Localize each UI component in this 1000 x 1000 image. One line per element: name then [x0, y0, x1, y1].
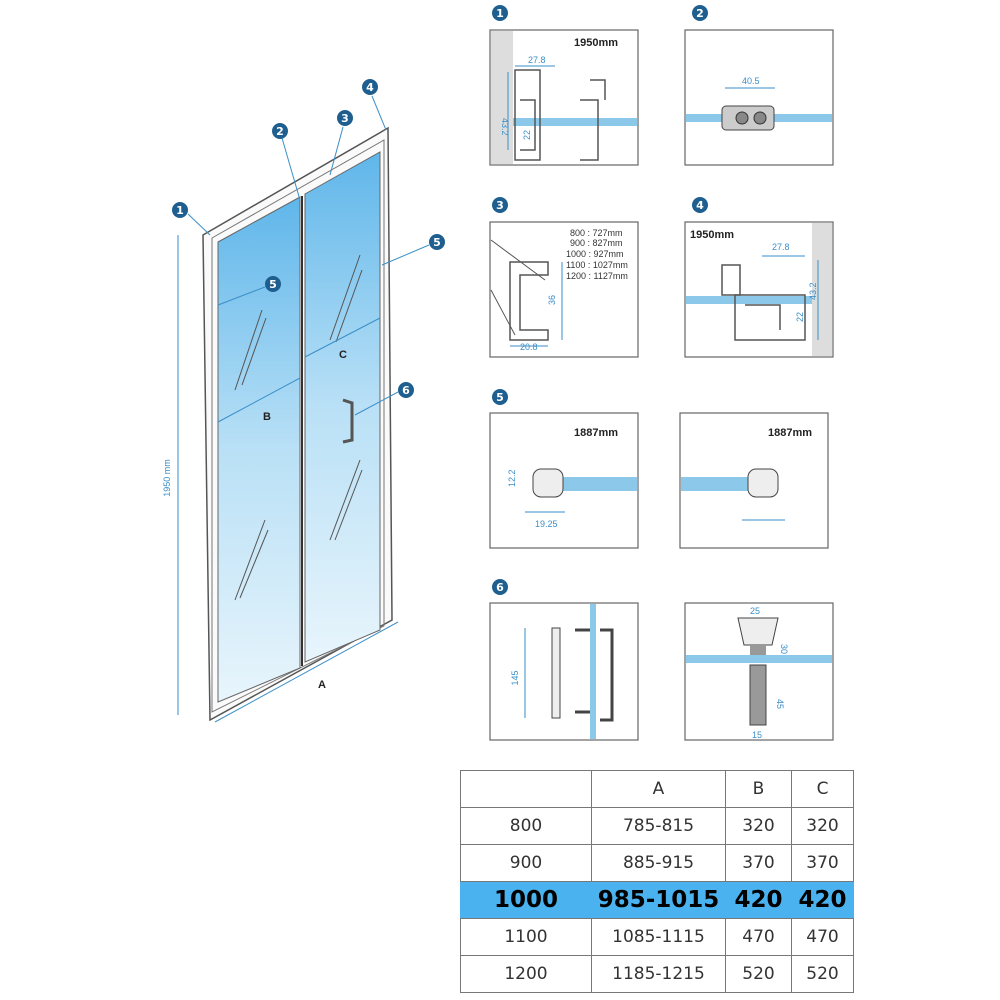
- table-header: B: [725, 770, 792, 808]
- detail-2: 2 40.5: [684, 5, 834, 166]
- svg-text:1: 1: [496, 7, 504, 20]
- svg-text:900 : 827mm: 900 : 827mm: [570, 238, 623, 248]
- table-cell: 1200: [460, 955, 592, 993]
- svg-text:1887mm: 1887mm: [574, 427, 618, 439]
- svg-text:800 : 727mm: 800 : 727mm: [570, 228, 623, 238]
- svg-text:3: 3: [496, 199, 504, 212]
- detail-3: 3 20.8 36 800 : 727mm 900 : 827mm 1000 :…: [489, 197, 639, 358]
- table-cell: 370: [725, 844, 792, 882]
- detail-4: 4 1950mm 27.8 43.2 22: [684, 197, 834, 358]
- callout-badge-5b: 5: [265, 276, 281, 292]
- table-cell: 985-1015: [591, 881, 726, 919]
- callout-badge-4: 4: [362, 79, 378, 95]
- door-frame-inner: [211, 139, 385, 713]
- table-cell: 1000: [460, 881, 592, 919]
- svg-text:43.2: 43.2: [500, 118, 510, 136]
- callout-badge-2: 2: [272, 123, 288, 139]
- svg-text:3: 3: [341, 112, 349, 125]
- glass-panel-left: [217, 196, 301, 703]
- table-cell: 1085-1115: [591, 918, 726, 956]
- width-c-dimension-line: [304, 317, 381, 358]
- svg-text:4: 4: [696, 199, 704, 212]
- svg-text:1950mm: 1950mm: [690, 229, 734, 241]
- door-handle: [342, 398, 354, 444]
- svg-text:12.2: 12.2: [507, 469, 517, 487]
- svg-text:5: 5: [496, 391, 504, 404]
- table-header-row: A B C: [460, 770, 854, 808]
- svg-text:5: 5: [433, 236, 441, 249]
- width-a-dimension-line: [214, 621, 399, 723]
- table-cell: 420: [725, 881, 792, 919]
- svg-text:1100 : 1027mm: 1100 : 1027mm: [566, 260, 628, 270]
- table-cell: 520: [725, 955, 792, 993]
- callout-leaders: [187, 95, 430, 416]
- table-cell: 320: [791, 807, 854, 845]
- svg-text:6: 6: [402, 384, 410, 397]
- width-b-dimension-line: [217, 377, 301, 423]
- callout-badge-5: 5: [429, 234, 445, 250]
- table-cell: 900: [460, 844, 592, 882]
- table-cell: 420: [791, 881, 854, 919]
- svg-text:2: 2: [696, 7, 704, 20]
- svg-text:4: 4: [366, 81, 374, 94]
- svg-text:1000 : 927mm: 1000 : 927mm: [566, 249, 624, 259]
- table-cell: 785-815: [591, 807, 726, 845]
- callout-badge-3: 3: [337, 110, 353, 126]
- svg-text:22: 22: [522, 130, 532, 140]
- svg-text:36: 36: [547, 295, 557, 305]
- detail-6a: 6 145: [489, 579, 639, 741]
- svg-text:19.25: 19.25: [535, 519, 558, 529]
- table-cell: 320: [725, 807, 792, 845]
- table-header: C: [791, 770, 854, 808]
- svg-text:43.2: 43.2: [808, 282, 818, 300]
- table-header: A: [591, 770, 726, 808]
- detail-5a: 5 1887mm 12.2 19.25: [489, 389, 639, 549]
- detail-5b: 1887mm: [679, 412, 829, 549]
- height-dimension-label: 1950 mm: [162, 459, 172, 497]
- callout-badge-6: 6: [398, 382, 414, 398]
- svg-text:1950mm: 1950mm: [574, 37, 618, 49]
- table-cell: 470: [791, 918, 854, 956]
- svg-text:5: 5: [269, 278, 277, 291]
- detail-1: 1 1950mm 27.8 43.2 22: [489, 5, 639, 166]
- svg-text:27.8: 27.8: [528, 55, 546, 65]
- table-cell: 885-915: [591, 844, 726, 882]
- svg-text:2: 2: [276, 125, 284, 138]
- table-cell: 1185-1215: [591, 955, 726, 993]
- glass-panel-right: [304, 151, 381, 663]
- table-cell: 1100: [460, 918, 592, 956]
- svg-text:45: 45: [775, 699, 785, 709]
- table-cell: 800: [460, 807, 592, 845]
- glass-reflections: [234, 254, 363, 601]
- svg-text:6: 6: [496, 581, 504, 594]
- table-header: [460, 770, 592, 808]
- dim-c-label: C: [339, 349, 347, 361]
- svg-text:15: 15: [752, 730, 762, 740]
- svg-text:1: 1: [176, 204, 184, 217]
- table-cell: 520: [791, 955, 854, 993]
- shower-door-drawing: 1950 mm A B C 1 2 3 4 5 5 6: [162, 79, 445, 723]
- svg-text:1200 : 1127mm: 1200 : 1127mm: [566, 271, 628, 281]
- dim-b-label: B: [263, 411, 271, 423]
- svg-text:27.8: 27.8: [772, 242, 790, 252]
- svg-text:40.5: 40.5: [742, 76, 760, 86]
- detail-6b: 25 30 45 15: [684, 602, 834, 741]
- svg-text:25: 25: [750, 606, 760, 616]
- svg-text:22: 22: [795, 312, 805, 322]
- callout-badge-1: 1: [172, 202, 188, 218]
- svg-text:145: 145: [510, 670, 520, 685]
- table-cell: 470: [725, 918, 792, 956]
- dim-a-label: A: [318, 679, 326, 691]
- svg-text:30: 30: [779, 644, 789, 654]
- table-cell: 370: [791, 844, 854, 882]
- svg-text:20.8: 20.8: [520, 342, 538, 352]
- svg-text:1887mm: 1887mm: [768, 427, 812, 439]
